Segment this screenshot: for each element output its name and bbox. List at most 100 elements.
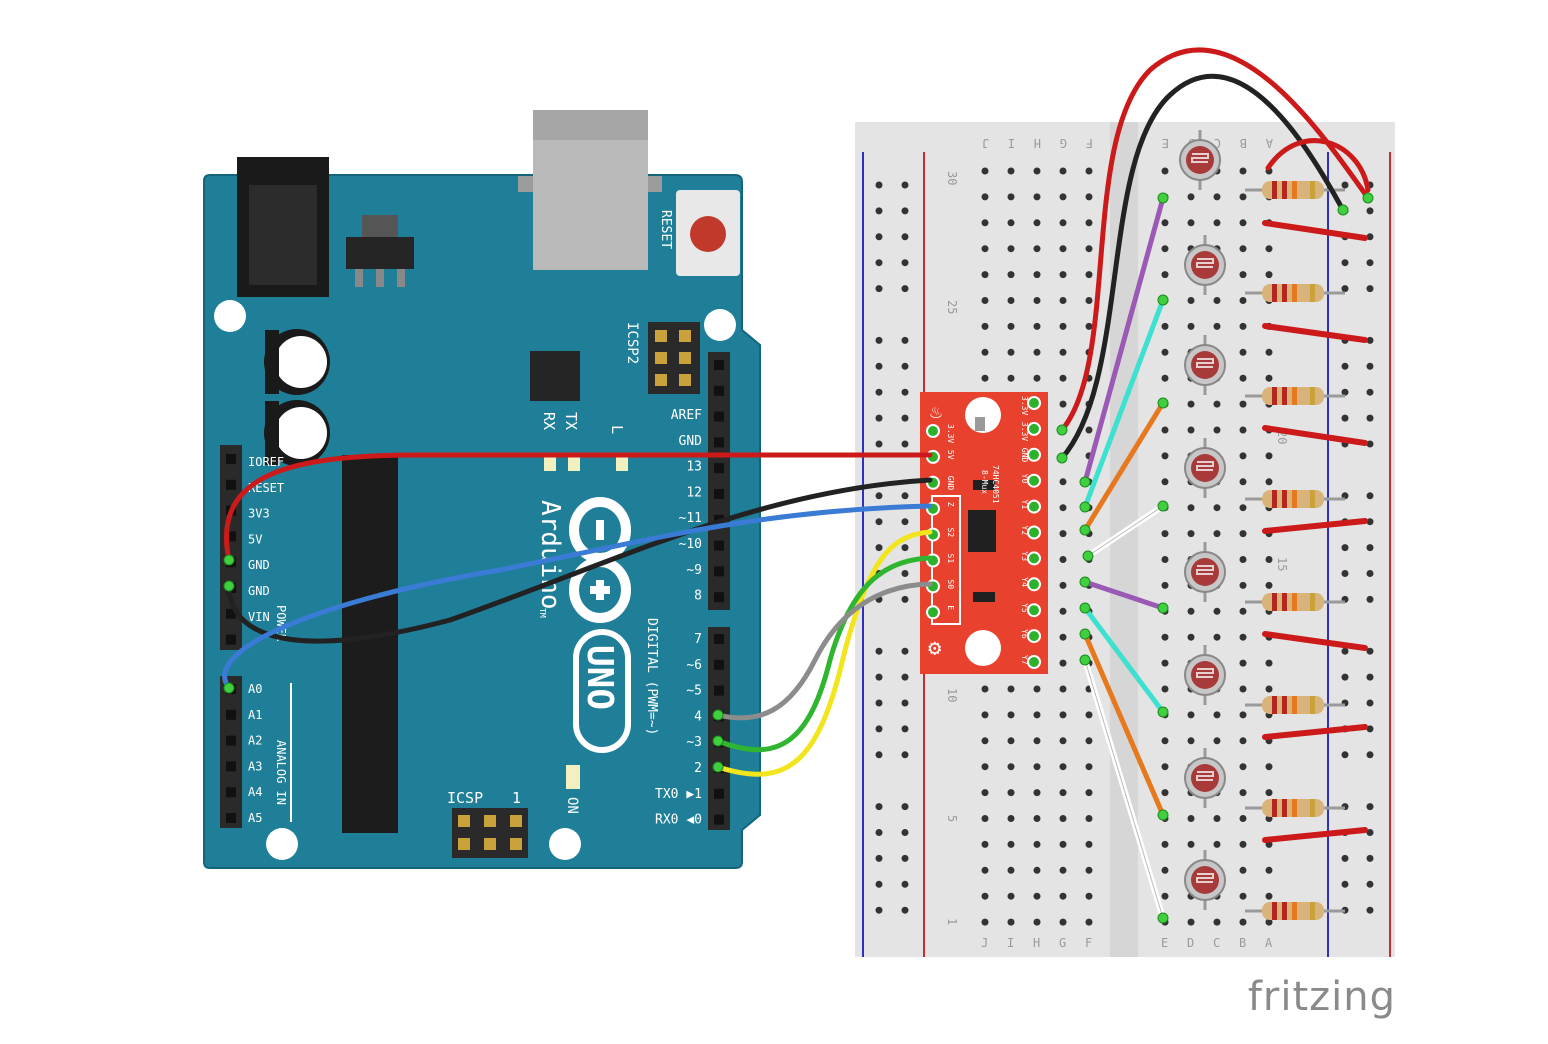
voltage-regulator <box>346 237 414 269</box>
header-pin <box>226 479 236 490</box>
column-letter: J <box>981 936 988 950</box>
breadboard-hole <box>1265 918 1273 926</box>
rx-led <box>544 457 556 471</box>
breadboard-hole <box>1085 763 1093 771</box>
breadboard-hole <box>1239 452 1247 460</box>
rail-hole <box>1366 362 1374 370</box>
breadboard-hole <box>1085 297 1093 304</box>
rail-hole <box>901 181 909 189</box>
breadboard-hole <box>1161 737 1169 745</box>
header-pin <box>226 787 236 798</box>
digital-pin-label: GND <box>679 434 703 449</box>
breadboard-hole <box>1033 737 1041 745</box>
photoresistor <box>1184 748 1226 808</box>
mux-pin <box>1027 629 1041 644</box>
mux-pin <box>1027 603 1041 618</box>
breadboard-hole <box>1239 530 1247 538</box>
breadboard-hole <box>1085 840 1093 848</box>
wire-endpoint <box>223 580 235 592</box>
digital-pin-label: 13 <box>686 460 702 475</box>
breadboard-hole <box>1161 556 1169 563</box>
wire-endpoint <box>1157 706 1169 718</box>
breadboard-hole <box>1161 478 1169 486</box>
mux-pin-label: Y3 <box>1020 551 1029 561</box>
wire-pin2-yellow <box>715 529 933 777</box>
breadboard-hole <box>1265 245 1273 253</box>
breadboard-hole <box>1007 322 1015 330</box>
breadboard-hole <box>981 866 989 874</box>
breadboard-hole <box>1187 918 1195 926</box>
mounting-hole <box>965 397 1001 433</box>
column-letter: I <box>1007 936 1014 950</box>
rail-hole <box>1341 388 1349 396</box>
column-letter: H <box>1033 936 1040 950</box>
breadboard-hole <box>1059 322 1067 330</box>
breadboard-hole <box>1213 530 1221 538</box>
breadboard-hole <box>1033 219 1041 227</box>
breadboard-hole <box>1161 633 1169 641</box>
breadboard-hole <box>981 297 989 304</box>
rail-hole <box>901 285 909 293</box>
breadboard-hole <box>1213 737 1221 745</box>
resistor <box>1245 387 1345 405</box>
rail-hole <box>901 570 909 577</box>
jumper-wire-red <box>1262 323 1368 343</box>
breadboard-hole <box>1265 763 1273 771</box>
rail-hole <box>875 829 883 836</box>
breadboard-hole <box>981 685 989 693</box>
wire-5v-red <box>224 452 933 563</box>
breadboard-hole <box>1007 245 1015 253</box>
wire-y3-white-outline <box>1087 505 1164 557</box>
rail-hole <box>875 362 883 370</box>
wire-pin3-green <box>715 555 933 753</box>
wire-endpoint <box>712 735 724 747</box>
breadboard-hole <box>1187 633 1195 641</box>
header-pin <box>226 761 236 772</box>
rail-hole <box>901 388 909 396</box>
tx-label: TX <box>562 412 580 430</box>
mux-pin-label: 3.3V <box>946 424 955 443</box>
breadboard-hole <box>981 219 989 227</box>
mux-pin <box>1027 396 1041 410</box>
breadboard-hole <box>1239 737 1247 745</box>
breadboard-hole <box>1033 193 1041 201</box>
tx-led <box>568 457 580 471</box>
wire-y0-purple <box>1082 195 1166 485</box>
analog-pin-label: A4 <box>248 785 262 799</box>
rail-hole <box>901 233 909 241</box>
breadboard-hole <box>1161 581 1169 589</box>
rail-hole <box>1341 544 1349 552</box>
rail-hole <box>1366 829 1374 836</box>
icsp2-label: ICSP2 <box>624 322 640 364</box>
breadboard-hole <box>1239 374 1247 382</box>
header-pin <box>714 659 724 670</box>
rail-hole <box>1366 518 1374 526</box>
rail-hole <box>1341 285 1349 293</box>
column-letter: C <box>1213 936 1220 950</box>
resistor <box>1245 284 1345 302</box>
rail-hole <box>875 233 883 241</box>
mux-pin-label: GND <box>1020 448 1029 463</box>
rail-hole <box>1341 570 1349 577</box>
rail-hole <box>1366 854 1374 862</box>
breadboard-hole <box>1239 426 1247 434</box>
breadboard-hole <box>1033 271 1041 279</box>
breadboard-hole <box>1033 297 1041 304</box>
header-pin <box>714 437 724 448</box>
breadboard-hole <box>1085 789 1093 797</box>
breadboard-hole <box>1239 504 1247 512</box>
breadboard-hole <box>1085 711 1093 719</box>
rail-hole <box>901 440 909 448</box>
rail-hole <box>875 388 883 396</box>
sensor-components <box>1179 130 1368 920</box>
breadboard-hole <box>1059 918 1067 926</box>
analog-pin-label: A0 <box>248 682 262 696</box>
photoresistor <box>1179 130 1221 190</box>
rail-hole <box>901 880 909 888</box>
mounting-hole <box>965 630 1001 666</box>
breadboard-hole <box>1213 297 1221 304</box>
breadboard-hole <box>1213 711 1221 719</box>
resistor <box>1245 181 1345 199</box>
